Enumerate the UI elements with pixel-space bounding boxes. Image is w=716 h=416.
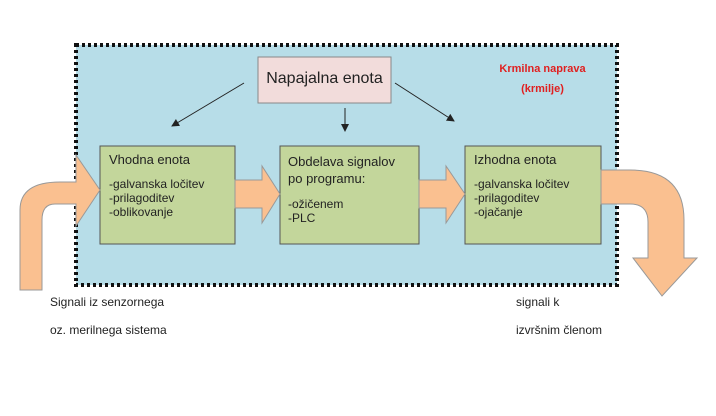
processing-unit-item: -ožičenem [288, 197, 344, 211]
processing-unit-title: Obdelava signalov [288, 154, 395, 169]
output-unit-box [464, 145, 602, 245]
processing-unit-text: Obdelava signalov po programu: -ožičenem… [288, 153, 395, 225]
arrow-power-to-output [394, 82, 455, 122]
input-unit-text: Vhodna enota -galvanska ločitev -prilago… [109, 152, 205, 220]
output-signal-arrow [600, 169, 699, 297]
arrow-power-to-input [171, 82, 245, 127]
output-caption-line1: signali k [516, 295, 560, 309]
power-unit-label: Napajalna enota [266, 70, 383, 87]
input-caption-line2: oz. merilnega sistema [50, 323, 167, 337]
input-unit-title: Vhodna enota [109, 152, 190, 167]
processing-unit-title: po programu: [288, 171, 366, 186]
output-caption-line2: izvršnim členom [516, 323, 603, 337]
output-unit-text: Izhodna enota -galvanska ločitev -prilag… [474, 152, 570, 220]
arrow-input-to-processing [234, 164, 281, 225]
arrow-processing-to-output [418, 164, 466, 225]
input-unit-item: -oblikovanje [109, 205, 174, 219]
controller-label-line2: (krmilje) [521, 83, 564, 95]
output-unit-item: -ojačanje [474, 205, 523, 219]
processing-unit-box [279, 145, 420, 245]
output-unit-title: Izhodna enota [474, 152, 557, 167]
controller-label: Krmilna naprava (krmilje) [490, 62, 595, 96]
input-unit-item: -galvanska ločitev [109, 177, 205, 191]
output-unit-item: -galvanska ločitev [474, 177, 570, 191]
input-caption-line1: Signali iz senzornega [50, 295, 165, 309]
power-unit-box [257, 56, 392, 104]
input-signal-arrow [19, 153, 101, 291]
controller-label-line1: Krmilna naprava [499, 63, 586, 75]
processing-unit-item: -PLC [288, 211, 316, 225]
output-unit-item: -prilagoditev [474, 191, 540, 205]
input-unit-item: -prilagoditev [109, 191, 175, 205]
input-unit-box [99, 145, 236, 245]
